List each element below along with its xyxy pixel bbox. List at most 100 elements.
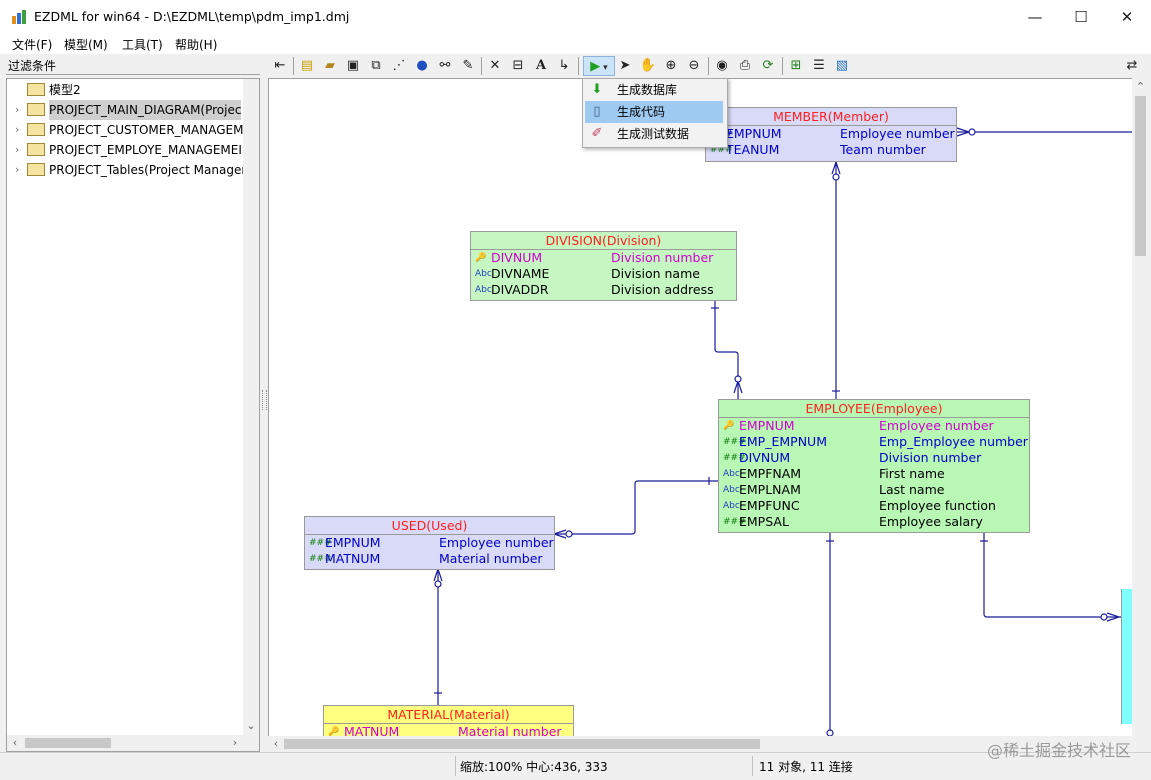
menu-generate-code[interactable]: ▯ 生成代码 xyxy=(585,101,723,123)
expand-arrow-icon[interactable]: › xyxy=(15,123,20,136)
filter-divider xyxy=(6,74,260,75)
minimize-button[interactable]: — xyxy=(1027,8,1043,26)
find-icon[interactable]: ⚯ xyxy=(439,58,451,73)
eye-icon[interactable]: ◉ xyxy=(716,58,728,73)
fk-icon: ### xyxy=(723,437,746,447)
expand-arrow-icon[interactable]: › xyxy=(15,143,20,156)
scroll-left-icon[interactable]: ‹ xyxy=(12,736,18,749)
maximize-button[interactable]: ☐ xyxy=(1074,8,1088,26)
back-icon[interactable]: ⇤ xyxy=(274,58,286,73)
hand-icon[interactable]: ✋ xyxy=(639,58,657,73)
scroll-thumb[interactable] xyxy=(25,738,111,748)
fk-icon: ### xyxy=(309,554,332,564)
entity-offscreen-partial[interactable] xyxy=(1121,589,1133,724)
zoom-out-icon[interactable]: ⊖ xyxy=(688,58,700,73)
close-button[interactable]: ✕ xyxy=(1120,8,1134,26)
expand-arrow-icon[interactable]: › xyxy=(15,163,20,176)
menu-model[interactable]: 模型(M) xyxy=(64,38,108,52)
menu-generate-test-data[interactable]: ✐ 生成测试数据 xyxy=(585,123,723,145)
add-field-icon[interactable]: ⊞ xyxy=(790,58,802,73)
toggle-icon[interactable]: ⇄ xyxy=(1126,58,1138,73)
text-icon[interactable]: A xyxy=(535,58,547,73)
scroll-down-icon[interactable]: ⌄ xyxy=(246,719,256,732)
diagram-icon[interactable]: ⋰ xyxy=(392,58,406,73)
pointer-icon[interactable]: ➤ xyxy=(619,58,631,73)
code-generate-icon: ▯ xyxy=(593,104,601,119)
scroll-left-icon[interactable]: ‹ xyxy=(273,737,279,750)
scroll-thumb[interactable] xyxy=(1135,96,1146,256)
scroll-up-icon[interactable]: ⌃ xyxy=(1135,80,1146,93)
globe-icon[interactable]: ● xyxy=(416,58,428,73)
folder-icon xyxy=(27,103,45,116)
menu-tools[interactable]: 工具(T) xyxy=(122,38,163,52)
link-icon[interactable]: ↳ xyxy=(558,58,570,73)
entity-title: MATERIAL(Material) xyxy=(324,706,573,724)
filter-label[interactable]: 过滤条件 xyxy=(8,59,57,73)
open-icon[interactable]: ▰ xyxy=(325,58,335,73)
image-icon[interactable]: ▧ xyxy=(835,58,849,73)
tree-horizontal-scrollbar[interactable]: ‹ › xyxy=(7,735,259,751)
new-icon[interactable]: ▤ xyxy=(300,58,314,73)
field-name: DIVADDR xyxy=(491,282,549,297)
table-icon[interactable]: ⊟ xyxy=(512,58,524,73)
text-type-icon: Abc xyxy=(723,501,740,511)
expand-arrow-icon[interactable]: › xyxy=(15,103,20,116)
canvas-horizontal-scrollbar[interactable]: ‹ xyxy=(268,736,1132,752)
canvas-vertical-scrollbar[interactable]: ⌃ xyxy=(1132,78,1149,736)
folder-icon xyxy=(27,143,45,156)
folder-icon xyxy=(27,123,45,136)
field-name: DIVNUM xyxy=(739,450,791,465)
field-desc: Division name xyxy=(611,266,700,281)
field-name: EMPSAL xyxy=(739,514,789,529)
field-name: EMPFUNC xyxy=(739,498,800,513)
field-desc: Employee number xyxy=(840,126,955,141)
refresh-icon[interactable]: ⟳ xyxy=(762,58,774,73)
print-icon[interactable]: ⎙ xyxy=(739,58,751,73)
delete-icon[interactable]: ✕ xyxy=(489,58,501,73)
menu-help[interactable]: 帮助(H) xyxy=(175,38,218,52)
field-desc: Employee function xyxy=(879,498,996,513)
scroll-thumb[interactable] xyxy=(284,739,760,749)
scroll-right-icon[interactable]: › xyxy=(232,736,238,749)
menu-generate-database[interactable]: ⬇ 生成数据库 xyxy=(585,79,723,101)
menu-file[interactable]: 文件(F) xyxy=(12,38,53,52)
tree-vertical-scrollbar[interactable]: ⌄ xyxy=(243,79,259,735)
properties-icon[interactable]: ☰ xyxy=(813,58,825,73)
splitter-grip[interactable] xyxy=(262,390,267,410)
tree-item-label: PROJECT_MAIN_DIAGRAM(Projec xyxy=(49,100,242,120)
key-icon: 🔑 xyxy=(475,253,487,263)
field-name: MATNUM xyxy=(325,551,381,566)
run-dropdown-button[interactable]: ▶ ▾ xyxy=(583,56,615,76)
save-as-icon[interactable]: ⧉ xyxy=(371,58,381,73)
save-icon[interactable]: ▣ xyxy=(346,58,360,73)
field-name: EMPFNAM xyxy=(739,466,802,481)
brush-icon[interactable]: ✎ xyxy=(462,58,474,73)
entity-title: MEMBER(Member) xyxy=(706,108,956,126)
folder-icon xyxy=(27,163,45,176)
zoom-in-icon[interactable]: ⊕ xyxy=(665,58,677,73)
toolbar-separator xyxy=(578,57,579,75)
entity-title: USED(Used) xyxy=(305,517,554,535)
text-type-icon: Abc xyxy=(475,285,492,295)
